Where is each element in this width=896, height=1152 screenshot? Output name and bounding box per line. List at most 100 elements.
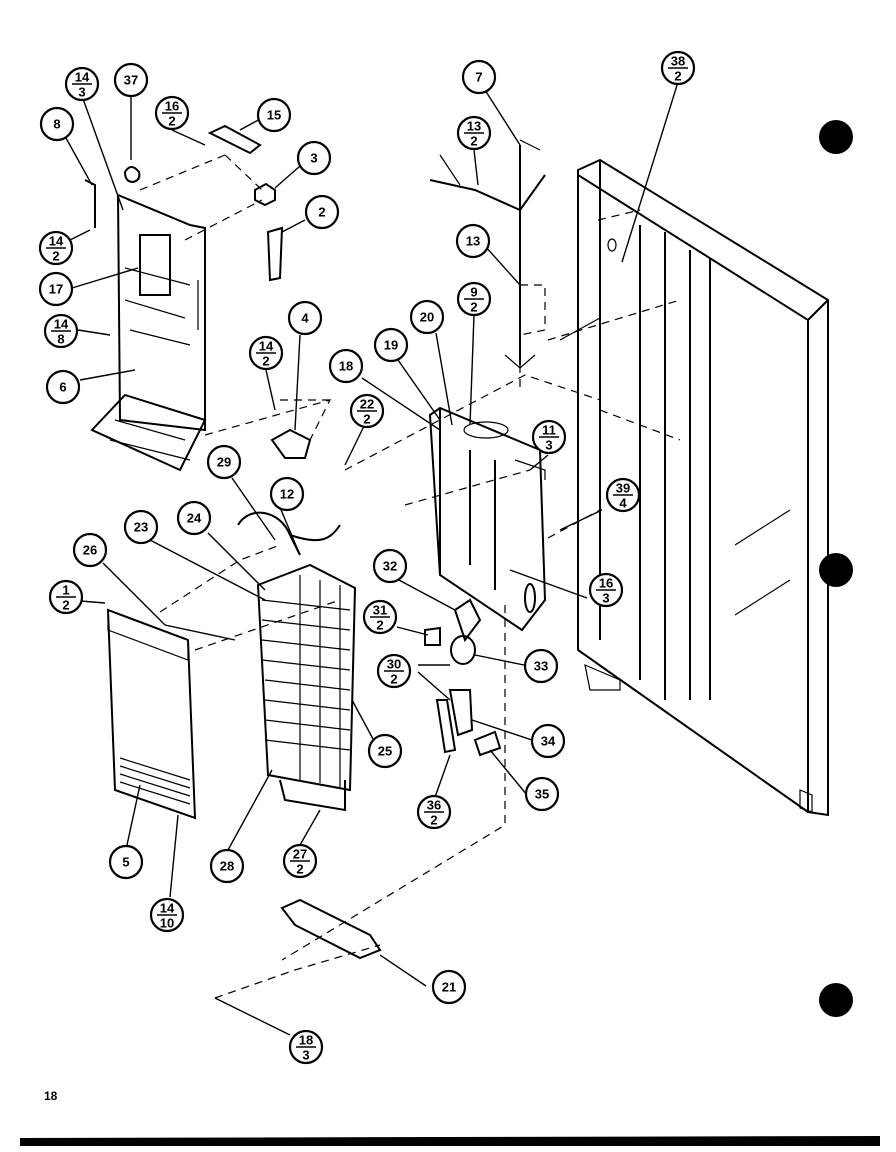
callout-den: 3 (78, 85, 85, 100)
part-8-rod (84, 179, 96, 228)
callout: 163 (588, 572, 624, 608)
callout-num: 2 (318, 205, 325, 220)
callout-den: 3 (302, 1048, 309, 1063)
fan-bracket (428, 406, 547, 632)
callout: 148 (43, 313, 79, 349)
callout: 25 (367, 733, 403, 769)
callout: 6 (45, 369, 81, 405)
callout-num: 11 (542, 423, 556, 438)
callout-num: 30 (387, 657, 401, 672)
callout: 312 (362, 599, 398, 635)
callout-num: 14 (49, 234, 64, 249)
callout-num: 20 (420, 310, 434, 325)
callout-num: 14 (259, 339, 274, 354)
callout-num: 32 (383, 559, 397, 574)
callout: 162 (154, 95, 190, 131)
callout: 12 (48, 579, 84, 615)
callout: 7 (461, 59, 497, 95)
callout-num: 37 (124, 73, 138, 88)
callout: 132 (456, 115, 492, 151)
callout-num: 36 (427, 798, 441, 813)
callout-num: 13 (466, 234, 480, 249)
part-2-duct (266, 226, 284, 282)
callout-num: 26 (83, 543, 97, 558)
callout: 37 (113, 62, 149, 98)
part-4-bracket (270, 428, 312, 459)
callout-num: 15 (267, 108, 281, 123)
callout-num: 31 (373, 603, 387, 618)
binder-hole (819, 553, 853, 587)
callout-num: 29 (217, 455, 231, 470)
callout-num: 23 (134, 520, 148, 535)
callout: 382 (660, 50, 696, 86)
callout: 8 (39, 106, 75, 142)
callout-num: 27 (293, 847, 307, 862)
callout-num: 39 (616, 481, 630, 496)
part-3-clip (254, 182, 276, 207)
callout-num: 21 (442, 980, 456, 995)
callout-num: 24 (187, 511, 202, 526)
callout: 3 (296, 140, 332, 176)
callout-num: 14 (54, 317, 69, 332)
callout: 5 (108, 844, 144, 880)
callout-den: 2 (52, 249, 59, 264)
lower-cover (106, 608, 197, 820)
callout: 28 (209, 848, 245, 884)
callout: 142 (38, 230, 74, 266)
callout-num: 18 (299, 1033, 313, 1048)
callout: 35 (524, 776, 560, 812)
wire-harness (429, 139, 546, 369)
part-15-bracket (207, 124, 262, 155)
callout-den: 2 (262, 354, 269, 369)
callout: 15 (256, 97, 292, 133)
callout: 24 (176, 500, 212, 536)
fan-motor-assembly (424, 598, 502, 757)
callout-num: 19 (384, 338, 398, 353)
callout: 302 (376, 653, 412, 689)
callout-num: 18 (339, 359, 353, 374)
callout-den: 2 (363, 412, 370, 427)
callout-num: 34 (541, 734, 556, 749)
callout-num: 25 (378, 744, 392, 759)
callout: 13 (455, 223, 491, 259)
callout: 92 (456, 281, 492, 317)
cabinet-liner (559, 158, 829, 817)
callout: 18 (328, 348, 364, 384)
callout-den: 10 (160, 916, 174, 931)
callout-num: 1 (62, 583, 69, 598)
callout: 33 (523, 648, 559, 684)
callout-den: 3 (602, 591, 609, 606)
binder-hole (819, 120, 853, 154)
callout-den: 2 (674, 69, 681, 84)
callout-den: 2 (390, 672, 397, 687)
callout: 19 (373, 327, 409, 363)
alignment-lines (139, 154, 681, 999)
callout-den: 2 (296, 862, 303, 877)
callout-num: 35 (535, 787, 549, 802)
callout-den: 3 (545, 438, 552, 453)
callout: 12 (269, 476, 305, 512)
callout-num: 5 (122, 855, 129, 870)
callout-num: 33 (534, 659, 548, 674)
callout-num: 6 (59, 380, 66, 395)
callout-num: 8 (53, 117, 60, 132)
callout: 4 (287, 300, 323, 336)
callout: 183 (288, 1029, 324, 1065)
callout: 26 (72, 532, 108, 568)
callout: 23 (123, 509, 159, 545)
callout-num: 38 (671, 54, 685, 69)
callout-den: 2 (430, 813, 437, 828)
callout-den: 8 (57, 332, 64, 347)
part-37-plug (123, 166, 141, 184)
evaporator-cover-panel (90, 193, 207, 472)
part-21-drain-trough (280, 898, 382, 960)
page-number: 18 (44, 1089, 58, 1103)
leader-lines (65, 81, 679, 1036)
callout: 17 (38, 271, 74, 307)
evaporator-coil (237, 511, 357, 812)
callout: 20 (409, 299, 445, 335)
binder-hole (819, 983, 853, 1017)
callout: 272 (282, 843, 318, 879)
callout: 21 (431, 969, 467, 1005)
